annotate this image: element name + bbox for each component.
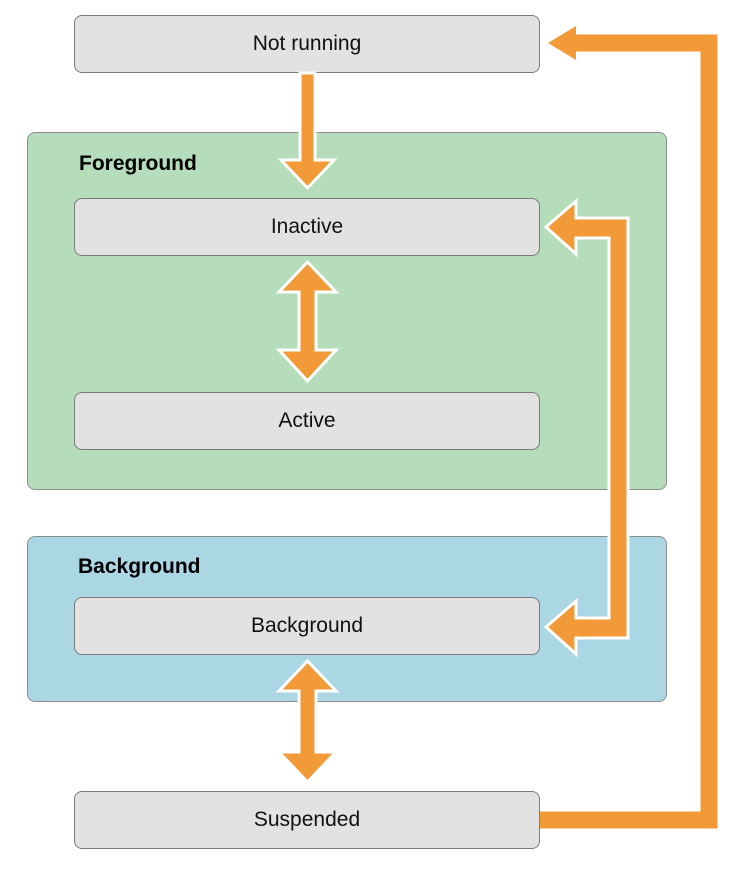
arrow-suspended-to-not-running-head <box>548 26 576 60</box>
foreground-group-title: Foreground <box>79 152 197 175</box>
state-inactive: Inactive <box>74 198 540 256</box>
arrow-suspended-to-not-running <box>540 34 718 829</box>
background-group-title: Background <box>78 555 201 578</box>
arrow-inactive-active <box>275 259 340 384</box>
state-background: Background <box>74 597 540 655</box>
arrow-background-suspended <box>275 658 340 785</box>
arrow-inactive-background <box>543 197 630 658</box>
state-not-running: Not running <box>74 15 540 73</box>
state-active: Active <box>74 392 540 450</box>
state-suspended: Suspended <box>74 791 540 849</box>
arrow-not-running-to-inactive <box>277 71 338 191</box>
